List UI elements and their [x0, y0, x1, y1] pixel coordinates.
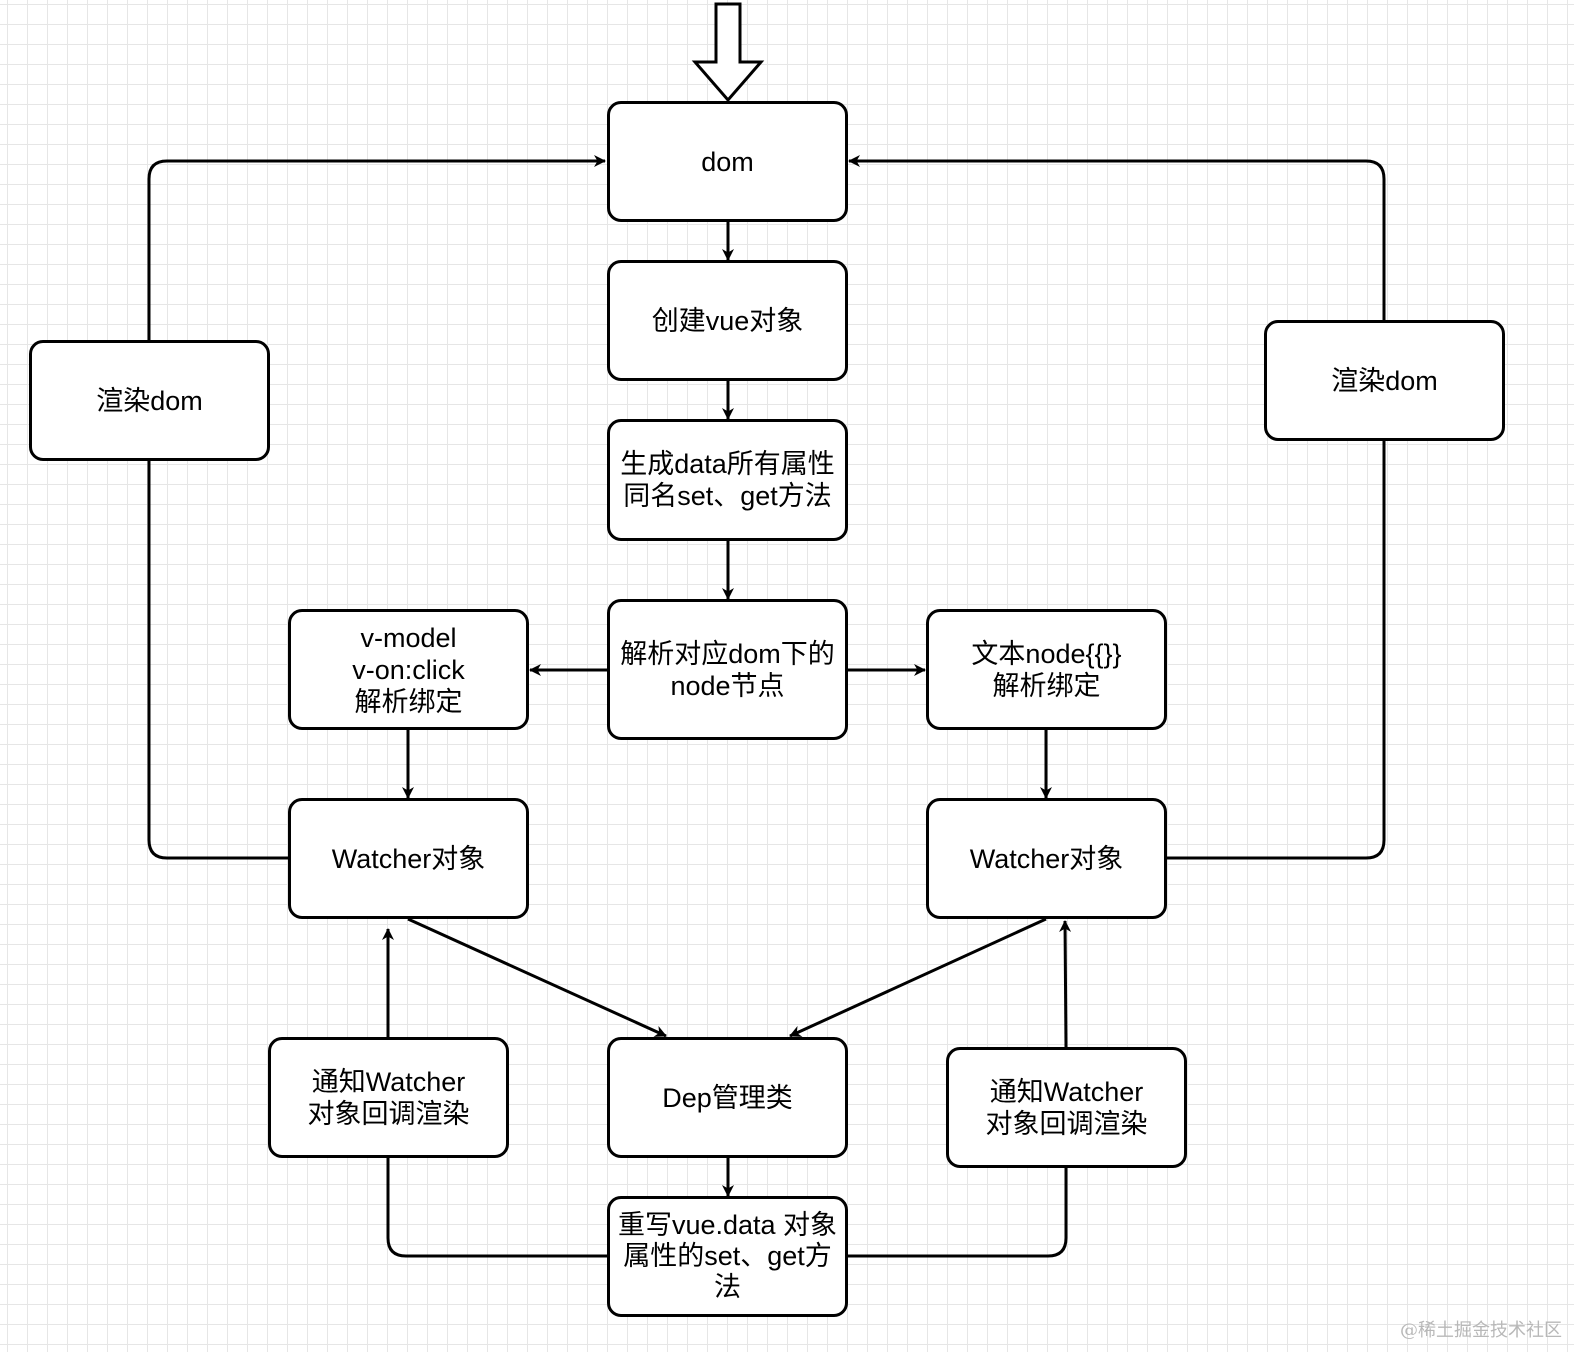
edge-watcher-left-to-dep	[407, 917, 667, 1038]
edge-render-right-to-dom	[848, 155, 1386, 321]
node-notify-right: 通知Watcher 对象回调渲染	[946, 1047, 1187, 1168]
edge-render-left-to-dom	[147, 155, 606, 341]
node-create-vue: 创建vue对象	[607, 260, 848, 381]
edge-rewrite-to-notify-left	[386, 1158, 607, 1258]
edge-watcher-right-to-dep	[789, 917, 1047, 1038]
node-dep: Dep管理类	[607, 1037, 848, 1158]
node-dom: dom	[607, 101, 848, 222]
watermark: @稀土掘金技术社区	[1400, 1320, 1562, 1341]
node-text-node-bind: 文本node{{}} 解析绑定	[926, 609, 1167, 730]
node-watcher-left: Watcher对象	[288, 798, 529, 919]
edge-watcher-left-to-render-left	[147, 461, 289, 860]
node-rewrite-setget: 重写vue.data 对象 属性的set、get方 法	[607, 1196, 848, 1317]
node-vmodel-bind: v-model v-on:click 解析绑定	[288, 609, 529, 730]
node-notify-left: 通知Watcher 对象回调渲染	[268, 1037, 509, 1158]
edge-notify-right-to-watcher-right	[1059, 920, 1072, 1048]
node-parse-nodes: 解析对应dom下的 node节点	[607, 599, 848, 740]
node-gen-data-setget: 生成data所有属性 同名set、get方法	[607, 419, 848, 541]
edge-watcher-right-to-render-right	[1166, 441, 1386, 860]
node-render-dom-right: 渲染dom	[1264, 320, 1505, 441]
entry-arrow	[691, 2, 765, 103]
node-watcher-right: Watcher对象	[926, 798, 1167, 919]
node-render-dom-left: 渲染dom	[29, 340, 270, 461]
edge-rewrite-to-notify-right	[848, 1168, 1068, 1258]
